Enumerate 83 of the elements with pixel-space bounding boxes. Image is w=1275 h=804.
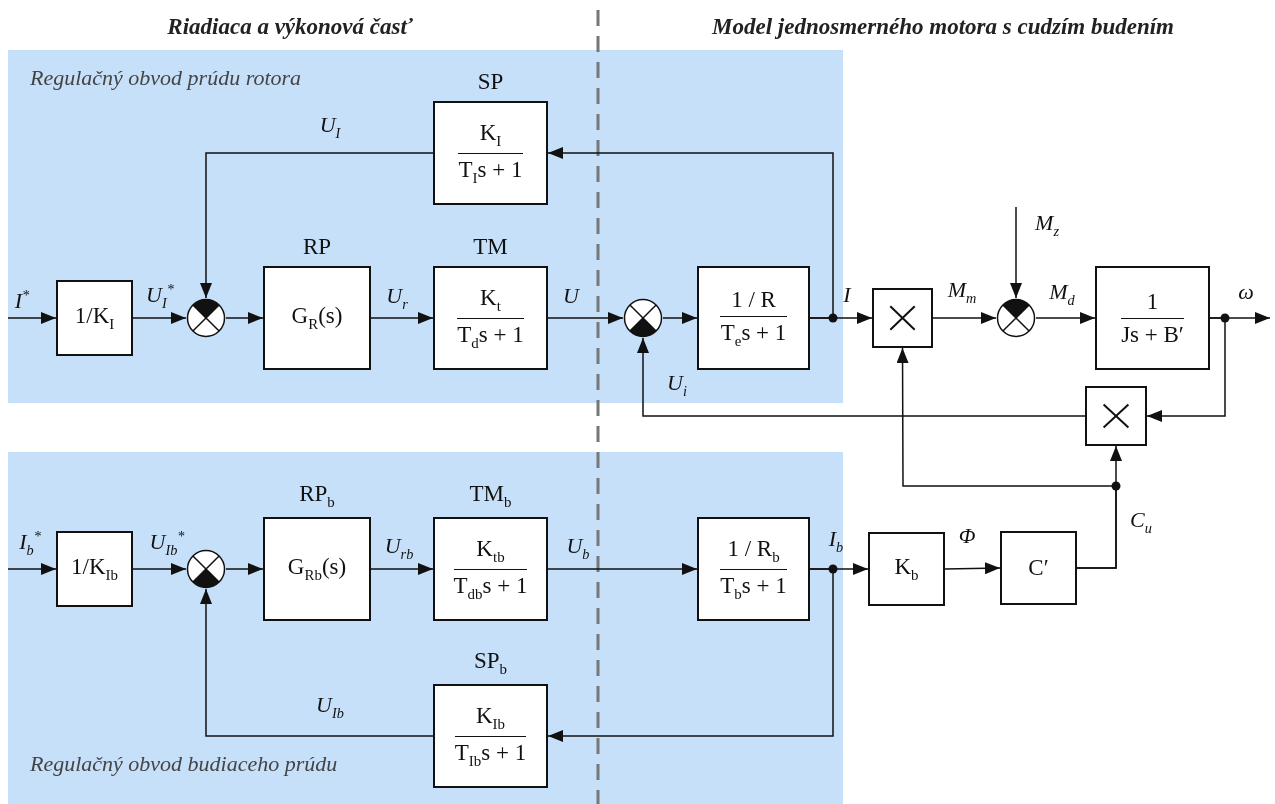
denominator: T$_{Ib}$s + 1 (453, 738, 528, 770)
signal-label: U$_{rb}$ (384, 535, 414, 561)
arrow (225, 312, 264, 324)
block-expression: 1/K$_{I}$ (74, 303, 115, 333)
arrow (547, 563, 698, 575)
signal-label: Φ (958, 525, 976, 547)
numerator: K$_{tb}$ (475, 535, 506, 567)
signal-label: M$_{z}$ (1035, 212, 1059, 238)
summing-junction (186, 298, 226, 338)
arrow (7, 312, 57, 324)
arrow (547, 312, 624, 324)
arrow (370, 563, 434, 575)
block-name: SP$_{b}$ (473, 648, 508, 678)
control-loop-region (8, 50, 843, 403)
numerator: 1 / R$_{b}$ (726, 535, 781, 567)
block-name: RP$_{b}$ (299, 481, 335, 511)
block-expression: C′ (1028, 555, 1049, 581)
signal-label: U$_{Ib}$ (316, 694, 344, 720)
multiplier-block (1085, 386, 1147, 446)
arrow (662, 312, 698, 324)
arrow (1035, 312, 1096, 324)
arrow (132, 563, 187, 575)
arrow (7, 563, 57, 575)
numerator: 1 / R (730, 286, 777, 314)
signal-label: U$_{I}$ (319, 114, 341, 140)
arrow (200, 588, 434, 737)
transfer-function-block (697, 266, 810, 370)
arrow (944, 562, 1001, 575)
signal-label: ω (1238, 281, 1254, 303)
numerator: K$_{Ib}$ (474, 702, 507, 734)
signal-label: I$_{b}$ (828, 528, 844, 554)
signal-label: U$_{b}$ (566, 535, 590, 561)
summing-junction (186, 549, 226, 589)
signal-label: I$^{*}$ (14, 287, 30, 313)
summing-junction (623, 298, 663, 338)
signal-label: M$_{m}$ (947, 279, 977, 305)
control-loop-region (8, 452, 843, 804)
signal-label: C$_{u}$ (1130, 509, 1152, 535)
block-expression: G$_{R}$(s) (291, 303, 343, 333)
arrow (932, 312, 997, 324)
block-name: TM$_{b}$ (469, 481, 512, 511)
numerator: 1 (1145, 288, 1160, 316)
transfer-function-block (56, 280, 133, 356)
transfer-function-block (1000, 531, 1077, 605)
region-label: Regulačný obvod budiaceho prúdu (30, 752, 339, 777)
transfer-function-block (1095, 266, 1210, 370)
numerator: K$_{I}$ (478, 119, 503, 151)
section-heading: Model jednosmerného motora s cudzím budením (712, 14, 1174, 40)
block-name: SP (477, 69, 504, 95)
block-expression: 1/K$_{Ib}$ (71, 554, 118, 584)
denominator: Js + B′ (1120, 320, 1185, 348)
arrow (225, 563, 264, 575)
section-heading: Riadiaca a výkonová časť (167, 14, 413, 40)
block-expression: K$_{b}$ (894, 554, 919, 584)
block-name: TM (473, 234, 508, 260)
arrow (1146, 317, 1226, 422)
denominator: T$_{e}$s + 1 (719, 318, 788, 350)
denominator: T$_{b}$s + 1 (719, 571, 788, 603)
signal-label: U$_{r}$ (386, 285, 408, 311)
arrow (1010, 206, 1022, 299)
transfer-function-block (697, 517, 810, 621)
denominator: T$_{db}$s + 1 (452, 571, 529, 603)
arrow (809, 312, 873, 324)
transfer-function-block (56, 531, 133, 607)
multiplier-block (872, 288, 933, 348)
arrow (370, 312, 434, 324)
arrow (547, 568, 834, 742)
signal-label: I (843, 284, 851, 306)
signal-label: M$_{d}$ (1049, 281, 1075, 307)
block-expression: G$_{Rb}$(s) (287, 554, 347, 584)
numerator: K$_{t}$ (479, 284, 502, 316)
arrow (896, 347, 1117, 569)
signal-label: U (563, 285, 579, 307)
region-label: Regulačný obvod prúdu rotora (30, 66, 303, 91)
transfer-function-block (868, 532, 945, 606)
block-name: RP (302, 234, 332, 260)
arrow (200, 152, 434, 299)
denominator: T$_{I}$s + 1 (457, 155, 524, 187)
denominator: T$_{d}$s + 1 (456, 320, 525, 352)
summing-junction (996, 298, 1036, 338)
arrow (132, 312, 187, 324)
signal-label: U$_{i}$ (667, 372, 687, 398)
arrow (637, 337, 1086, 417)
